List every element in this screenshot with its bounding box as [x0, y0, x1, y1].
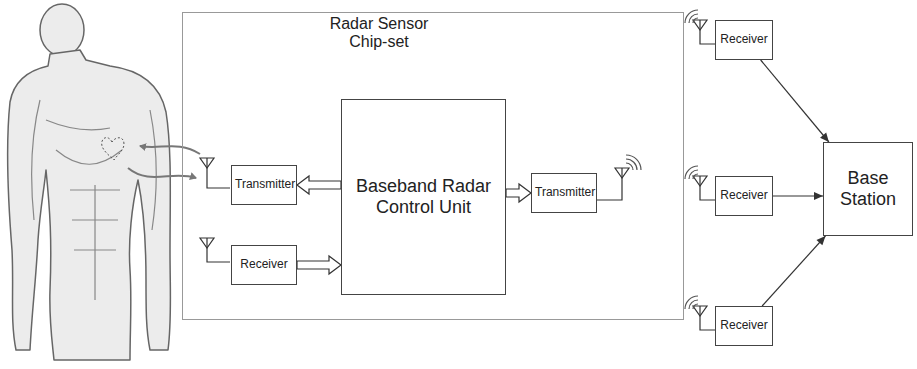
box-label: Transmitter: [535, 186, 593, 200]
block-arrow: [297, 256, 341, 274]
muscle-lines: [32, 100, 157, 300]
radio-wave: [685, 296, 698, 309]
radio-wave: [693, 18, 698, 23]
arrow-line: [761, 60, 829, 142]
radio-wave: [626, 155, 641, 170]
radio-wave: [689, 170, 698, 179]
radio-wave: [693, 174, 698, 179]
box-label: Receiver: [720, 319, 767, 333]
chipset-boundary: Radar Sensor Chip-setTransmitterReceiver…: [182, 12, 684, 320]
radio-wave: [685, 10, 698, 23]
radio-wave: [626, 163, 633, 170]
antenna-symbol: [685, 166, 715, 200]
box-label: Receiver: [720, 33, 767, 47]
head: [40, 4, 84, 56]
antenna-wire: [207, 158, 230, 188]
radio-wave: [626, 159, 637, 170]
antenna-wire: [700, 20, 715, 44]
receiver-box: Receiver: [715, 176, 773, 216]
antenna-symbol: [200, 238, 230, 262]
block-arrow-shape: [297, 176, 341, 194]
arrow-line: [762, 236, 825, 306]
antenna-wire: [207, 238, 230, 262]
block-arrow: [506, 184, 531, 202]
antenna-wire: [700, 176, 715, 200]
radio-wave: [693, 304, 698, 309]
body-outline: [8, 50, 171, 360]
receiver-box: Receiver: [715, 306, 773, 346]
radio-wave: [689, 14, 698, 23]
radio-wave: [689, 300, 698, 309]
control-unit-box: Baseband Radar Control Unit: [341, 99, 506, 295]
base-station-box: Base Station: [823, 142, 913, 236]
arrow-head: [820, 133, 829, 142]
box-label: Transmitter: [235, 178, 293, 192]
antenna-wire: [700, 306, 715, 330]
block-arrow-shape: [297, 256, 341, 274]
box-label: Receiver: [720, 189, 767, 203]
transmitter-box: Transmitter: [231, 165, 297, 205]
antenna-symbol: [685, 10, 715, 44]
transmitter-box: Transmitter: [531, 173, 597, 213]
antenna-symbol: [685, 296, 715, 330]
block-arrow-shape: [506, 184, 531, 202]
human-torso: [8, 4, 171, 360]
box-label: Receiver: [240, 258, 287, 272]
block-arrow: [297, 176, 341, 194]
radio-wave: [685, 166, 698, 179]
heart: [102, 138, 124, 160]
arrow-shaft: [762, 236, 825, 306]
group-title: Radar Sensor Chip-set: [319, 15, 439, 52]
antenna-wire: [596, 168, 622, 200]
arrow-head: [816, 236, 825, 245]
arrow-head: [814, 192, 823, 200]
box-label: Baseband Radar Control Unit: [345, 176, 502, 217]
radar-wave-back: [128, 168, 196, 178]
arrow-line: [773, 192, 823, 200]
arrow-shaft: [761, 60, 829, 142]
antenna-group: [200, 10, 715, 330]
antenna-symbol: [596, 155, 641, 200]
radar-wave-out: [140, 146, 200, 154]
receiver-box: Receiver: [715, 20, 773, 60]
receiver-box: Receiver: [231, 245, 297, 285]
antenna-symbol: [200, 158, 230, 188]
box-label: Base Station: [827, 168, 909, 209]
